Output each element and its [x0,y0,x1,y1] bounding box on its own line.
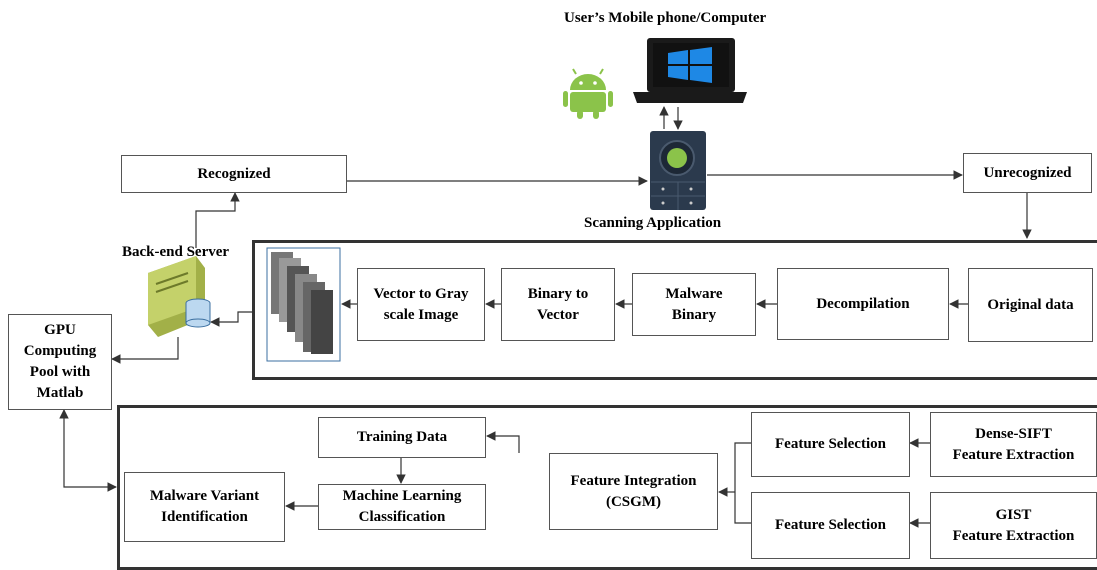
preprocessing-panel [252,240,1097,380]
gist-node: GIST Feature Extraction [930,492,1097,559]
ml-classification-node: Machine Learning Classification [318,484,486,530]
scanning-app-icon [650,131,706,210]
feature-selection-2-node: Feature Selection [751,492,910,559]
scanning-app-label: Scanning Application [584,215,722,231]
training-data-node: Training Data [318,417,486,458]
vector-to-gray-node: Vector to Gray scale Image [357,268,485,341]
grayscale-images-icon [266,247,341,362]
malware-binary-node: Malware Binary [632,273,756,336]
laptop-icon [633,38,747,103]
binary-to-vector-node: Binary to Vector [501,268,615,341]
recognized-node: Recognized [121,155,347,193]
decompilation-node: Decompilation [777,268,949,340]
unrecognized-node: Unrecognized [963,153,1092,193]
arrow-gpu-to-pipeline [59,409,117,492]
arrow-server-to-recognized [195,192,240,248]
feature-integration-node: Feature Integration (CSGM) [549,453,718,530]
feature-selection-1-node: Feature Selection [751,412,910,477]
connectors [59,106,1032,528]
arrow-selections-to-integration [734,442,751,524]
arrow-images-to-server [210,311,252,327]
original-data-node: Original data [968,268,1093,342]
arrow-integration-to-training [486,431,520,453]
gpu-pool-node: GPU Computing Pool with Matlab [8,314,112,410]
malware-variant-node: Malware Variant Identification [124,472,285,542]
device-label: User’s Mobile phone/Computer [564,10,767,26]
dense-sift-node: Dense-SIFT Feature Extraction [930,412,1097,477]
android-icon [563,68,613,119]
server-icon [148,256,211,337]
windows-logo-icon [668,47,712,83]
backend-server-label: Back-end Server [122,244,230,260]
arrow-server-to-gpu [111,337,179,364]
